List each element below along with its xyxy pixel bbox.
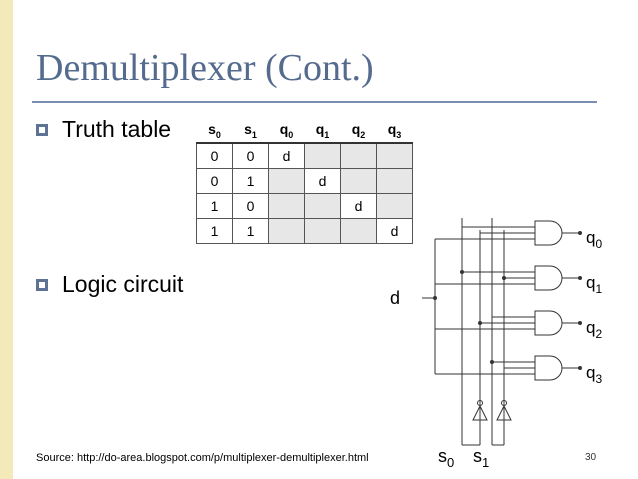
bullet-text: Logic circuit <box>62 271 184 297</box>
table-cell: 1 <box>232 218 269 244</box>
table-row: 0 0 d <box>196 142 413 169</box>
table-cell: 0 <box>196 142 233 169</box>
table-cell <box>340 218 377 244</box>
table-cell <box>268 168 305 194</box>
and-gate-q3 <box>534 355 563 381</box>
bullet-text: Truth table <box>62 116 172 142</box>
table-cell: 1 <box>232 168 269 194</box>
table-cell <box>304 142 341 169</box>
table-cell <box>340 168 377 194</box>
source-citation: Source: http://do-area.blogspot.com/p/mu… <box>36 452 369 464</box>
and-gate-q1 <box>534 265 563 291</box>
inverter-s0 <box>472 404 488 421</box>
table-cell: 0 <box>196 168 233 194</box>
output-label-q2: q2 <box>586 318 602 341</box>
page-number: 30 <box>585 452 597 463</box>
table-cell: d <box>376 218 413 244</box>
table-cell: 1 <box>196 218 233 244</box>
output-label-q3: q3 <box>586 363 602 386</box>
table-row: 1 0 d <box>196 193 413 219</box>
table-cell <box>340 142 377 169</box>
table-cell <box>376 168 413 194</box>
inverter-s1 <box>496 404 512 421</box>
table-cell <box>268 193 305 219</box>
table-cell <box>376 142 413 169</box>
input-label-d: d <box>390 288 400 308</box>
table-cell: 0 <box>232 142 269 169</box>
bullet-logic-circuit: Logic circuit <box>36 271 183 298</box>
header-q3: q3 <box>376 118 413 144</box>
table-cell: 1 <box>196 193 233 219</box>
header-q0: q0 <box>268 118 305 144</box>
output-label-q0: q0 <box>586 228 602 251</box>
table-cell <box>268 218 305 244</box>
output-label-q1: q1 <box>586 273 602 296</box>
truth-table-header-row: s0 s1 q0 q1 q2 q3 <box>196 118 413 144</box>
table-cell <box>376 193 413 219</box>
table-cell: d <box>304 168 341 194</box>
and-gate-q2 <box>534 310 563 336</box>
bullet-truth-table: Truth table <box>36 116 171 143</box>
title-divider <box>32 101 597 103</box>
header-s0: s0 <box>196 118 233 144</box>
table-cell: 0 <box>232 193 269 219</box>
and-gate-q0 <box>534 220 563 246</box>
table-cell: d <box>268 142 305 169</box>
square-bullet-icon <box>36 278 48 291</box>
table-row: 0 1 d <box>196 168 413 194</box>
table-cell: d <box>340 193 377 219</box>
header-q1: q1 <box>304 118 341 144</box>
slide-sidebar-stripe <box>0 0 13 479</box>
select-label-s0: s0 <box>438 446 454 470</box>
header-s1: s1 <box>232 118 269 144</box>
table-cell <box>304 193 341 219</box>
slide-title: Demultiplexer (Cont.) <box>36 47 374 89</box>
truth-table: s0 s1 q0 q1 q2 q3 0 0 d 0 1 d 1 0 <box>196 118 413 244</box>
select-label-s1: s1 <box>473 446 489 470</box>
table-row: 1 1 d <box>196 218 413 244</box>
demux-logic-circuit: d q0 q1 q2 q3 s0 s1 <box>390 218 602 470</box>
table-cell <box>304 218 341 244</box>
header-q2: q2 <box>340 118 377 144</box>
square-bullet-icon <box>36 123 48 136</box>
